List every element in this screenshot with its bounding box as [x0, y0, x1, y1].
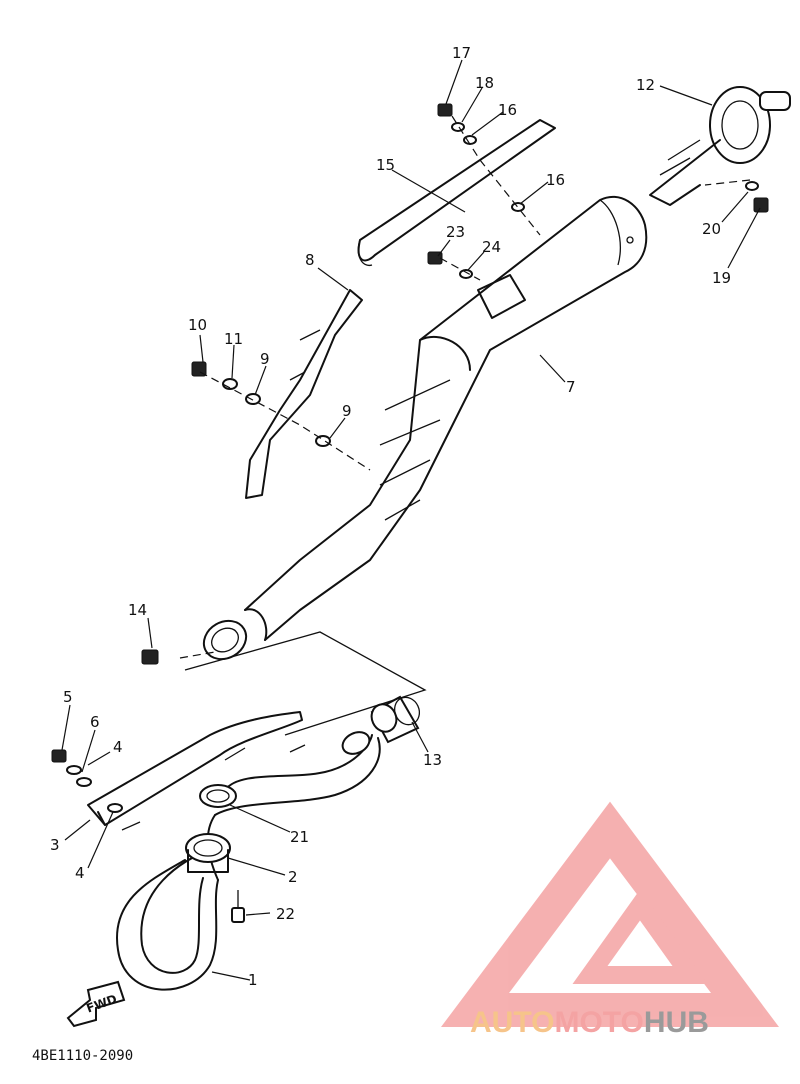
assembly-lines: [179, 115, 751, 736]
callout-13: 13: [423, 751, 442, 769]
callout-9-lower: 9: [342, 402, 352, 420]
watermark-triangle-outer: [441, 801, 779, 1027]
callout-18: 18: [475, 74, 494, 92]
watermark-text-moto: MOTO: [554, 1006, 643, 1039]
front-pipe-protector: [87, 711, 306, 831]
callout-3: 3: [50, 836, 60, 854]
callout-11: 11: [224, 330, 243, 348]
callout-labels: 1 2 3 4 4 5 6 7 8 9 9 10 11 12 13 14 15 …: [50, 44, 731, 989]
callout-2: 2: [288, 868, 298, 886]
callout-6: 6: [90, 713, 100, 731]
callout-5: 5: [63, 688, 73, 706]
watermark-text-hub: HUB: [644, 1006, 709, 1039]
callout-4-upper: 4: [113, 738, 123, 756]
callout-22: 22: [276, 905, 295, 923]
joint-pipe: [370, 695, 421, 744]
watermark-text-auto: AUTO: [470, 1006, 554, 1039]
protector-screw: [51, 749, 123, 813]
callout-20: 20: [702, 220, 721, 238]
callout-15: 15: [376, 156, 395, 174]
spark-arrester: [649, 86, 791, 206]
callout-16-lower: 16: [546, 171, 565, 189]
protector-bolts: [141, 103, 769, 665]
callout-8: 8: [305, 251, 315, 269]
callout-12: 12: [636, 76, 655, 94]
exhaust-flange: [185, 833, 231, 873]
flange-bolt: [231, 890, 245, 923]
exhaust-header-pipe: [115, 731, 381, 991]
watermark-logo: [441, 801, 779, 1027]
muffler-bracket: [245, 289, 363, 499]
callout-10: 10: [188, 316, 207, 334]
leader-lines: [61, 59, 761, 981]
drawing-code: 4BE1110-2090: [32, 1048, 133, 1064]
callout-21: 21: [290, 828, 309, 846]
callout-16-upper: 16: [498, 101, 517, 119]
muffler-protector: [357, 119, 556, 267]
callout-19: 19: [712, 269, 731, 287]
callout-4-lower: 4: [75, 864, 85, 882]
watermark-text: AUTOMOTOHUB: [470, 1006, 709, 1039]
callout-1: 1: [248, 971, 258, 989]
callout-9-upper: 9: [260, 350, 270, 368]
muffler-body: [202, 195, 648, 661]
callout-17: 17: [452, 44, 471, 62]
watermark-triangle-inner: [572, 889, 708, 984]
gasket-ring: [199, 784, 237, 808]
callout-7: 7: [566, 378, 576, 396]
svg-text:AUTOMOTOHUB: AUTOMOTOHUB: [470, 1006, 709, 1039]
callout-14: 14: [128, 601, 147, 619]
callout-23: 23: [446, 223, 465, 241]
callout-24: 24: [482, 238, 501, 256]
forward-direction-arrow: FWD: [66, 980, 126, 1028]
